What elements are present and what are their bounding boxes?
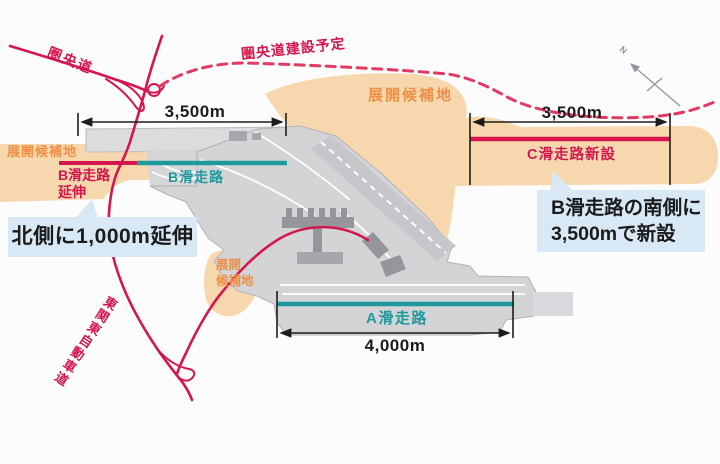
callout-left-pointer — [75, 199, 98, 219]
terminal-buildings — [229, 131, 406, 277]
south-junction — [157, 349, 196, 382]
ken-o-road — [8, 44, 151, 94]
expansion-site-center-label: 展開 候補地 — [216, 258, 254, 288]
c-runway-label: C滑走路新設 — [527, 147, 616, 163]
runway-lines — [59, 136, 670, 307]
b-runway-extension-label: B滑走路 延伸 — [58, 167, 111, 200]
planned-road-dashed — [158, 61, 719, 120]
expansion-area-c-strip — [452, 116, 718, 186]
ken-o-road-south — [107, 34, 194, 402]
c-runway-length: 3,500m — [541, 103, 603, 122]
interchange-ramp — [105, 78, 145, 112]
callout-south-new-runway: B滑走路の南側に 3,500mで新設 — [537, 190, 705, 252]
a-runway-label: A滑走路 — [366, 310, 428, 327]
b-runway-length: 3,500m — [164, 102, 226, 121]
a-runway-length: 4,000m — [364, 336, 426, 355]
callout-right-pointer — [550, 171, 574, 192]
diagonal-runway-centerline — [320, 141, 447, 254]
north-arrow-icon — [630, 63, 681, 107]
b-runway-label: B滑走路 — [168, 169, 225, 185]
expansion-site-west-label: 展開候補地 — [7, 144, 78, 159]
expansion-area-west — [0, 144, 192, 202]
interchange-connector — [148, 85, 165, 94]
airport-access-road — [175, 225, 370, 376]
east-apron — [533, 292, 573, 316]
expansion-site-north-label: 展開候補地 — [368, 87, 454, 104]
callout-north-extension: 北側に1,000m延伸 — [8, 217, 197, 257]
expressway-roads — [8, 34, 370, 402]
dimension-lines — [77, 113, 671, 338]
interchange-loop — [147, 83, 161, 97]
